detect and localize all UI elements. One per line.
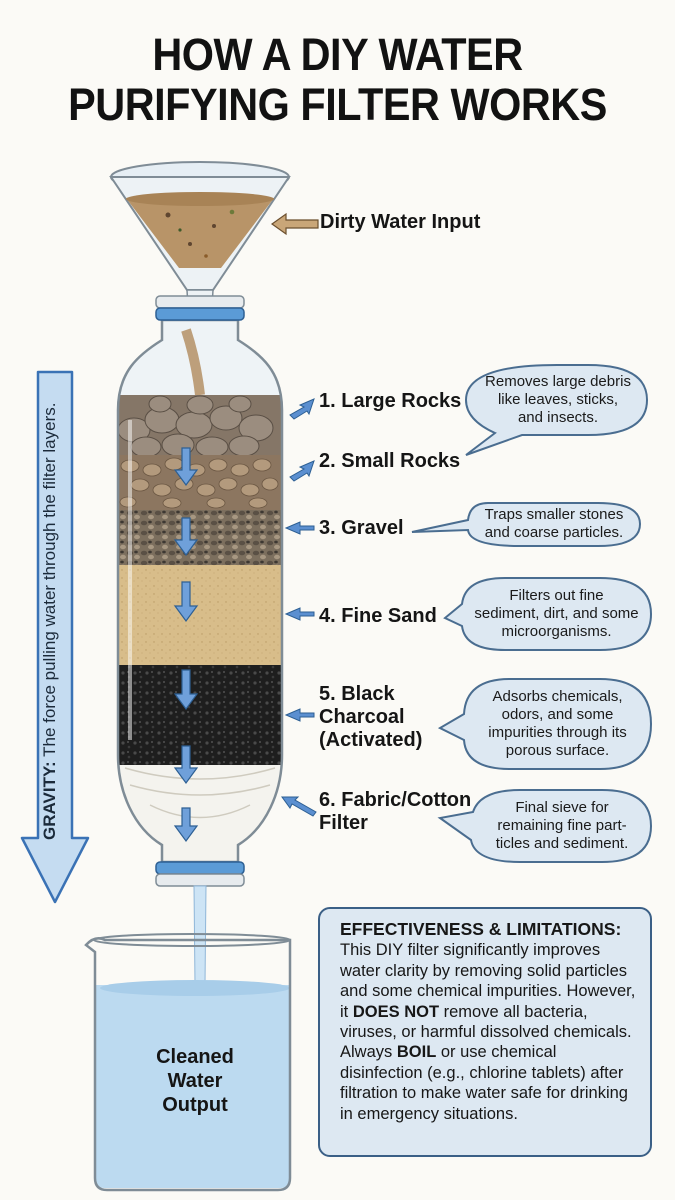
effect-bold-1: DOES NOT [352,1002,440,1021]
effectiveness-body: This DIY filter significantly improves w… [340,940,638,1124]
bubble-5 [437,789,653,863]
bubble-1-line-3: and insects. [517,409,599,426]
bubble-5-text: Final sieve for remaining fine part- tic… [473,799,651,853]
layer-6-label-line-2: Filter [319,812,368,834]
title-line-1: HOW A DIY WATER [152,29,523,80]
effect-text-3: or use chemical disinfection (e.g., chlo… [340,1043,628,1123]
gravity-caption: GRAVITY: The force pulling water through… [40,403,60,840]
bubble-4-line-3: impurities through its [488,724,627,741]
pointer-arrow-3 [284,521,315,535]
effect-text-1: This DIY filter significantly improves w… [340,941,636,1021]
bubble-5-line-1: Final sieve for [515,799,609,816]
pointer-arrow-1 [289,398,315,420]
output-line-2: Water [167,1070,223,1092]
input-pointer-arrow [270,212,319,236]
label-pointer-arrows [281,398,317,817]
bubble-4 [437,678,653,770]
bubble-1-line-2: like leaves, sticks, [497,391,619,408]
flow-arrow-5 [173,745,199,785]
pointer-arrow-6 [281,796,317,817]
layer-4-label: 4. Fine Sand [319,605,437,627]
bubble-5-line-3: ticles and sediment. [495,835,629,852]
effect-bold-2: BOIL [396,1043,437,1062]
gravity-arrow [20,370,90,904]
bottle [116,295,284,887]
output-line-3: Output [162,1094,228,1116]
bubble-3 [443,577,653,651]
bubble-2-text: Traps smaller stones and coarse particle… [468,506,640,542]
bubble-1-line-1: Removes large debris [485,373,631,390]
bubble-2-line-1: Traps smaller stones [484,506,624,523]
funnel [109,161,291,341]
water-stream [193,885,207,986]
bubble-4-line-4: porous surface. [505,742,610,759]
bubble-2-line-2: and coarse particles. [484,524,624,541]
effectiveness-heading: EFFECTIVENESS & LIMITATIONS: [340,919,622,939]
flow-arrow-1 [173,447,199,487]
gravity-caption-text: The force pulling water through the filt… [40,402,59,762]
flow-arrow-6 [173,807,199,843]
pointer-arrow-2 [289,460,315,482]
bubble-3-line-2: sediment, dirt, and some [474,605,639,622]
bubble-1 [464,364,649,456]
flow-arrow-3 [173,581,199,623]
bubble-1-text: Removes large debris like leaves, sticks… [470,373,646,427]
flow-arrows [173,447,199,843]
bubble-4-line-1: Adsorbs chemicals, [492,688,623,705]
output-line-1: Cleaned [156,1046,234,1068]
layer-5-label-line-2: Charcoal [319,706,405,728]
bubble-3-text: Filters out fine sediment, dirt, and som… [462,587,651,641]
bubble-3-line-3: microorganisms. [501,623,612,640]
dirty-water-input-label: Dirty Water Input [320,211,481,233]
layer-6-label: 6. Fabric/Cotton Filter [319,789,471,835]
effectiveness-limitations-box: EFFECTIVENESS & LIMITATIONS: This DIY fi… [318,907,652,1157]
speech-bubbles [411,364,653,863]
layer-1-label: 1. Large Rocks [319,390,462,412]
pointer-arrow-5 [284,708,315,722]
layer-5-label: 5. Black Charcoal (Activated) [319,683,422,752]
gravity-caption-bold: GRAVITY: [40,761,59,840]
cleaned-water-output-label: Cleaned Water Output [140,1045,250,1117]
beaker [84,933,292,1192]
layer-6-label-line-1: 6. Fabric/Cotton [319,789,472,811]
bubble-4-line-2: odors, and some [501,706,614,723]
layer-5-label-line-3: (Activated) [319,729,423,751]
layer-5-label-line-1: 5. Black [319,683,395,705]
effect-text-2: remove all bacteria, viruses, or harmful… [340,1002,632,1062]
bubble-4-text: Adsorbs chemicals, odors, and some impur… [464,688,651,760]
bubble-2 [411,502,642,547]
pointer-arrow-4 [284,607,315,621]
bubble-3-line-1: Filters out fine [509,587,604,604]
flow-arrow-4 [173,669,199,711]
title-line-2: PURIFYING FILTER WORKS [68,79,607,130]
bubble-5-line-2: remaining fine part- [497,817,627,834]
flow-arrow-2 [173,517,199,557]
layer-2-label: 2. Small Rocks [319,450,461,472]
layer-3-label: 3. Gravel [319,517,404,539]
